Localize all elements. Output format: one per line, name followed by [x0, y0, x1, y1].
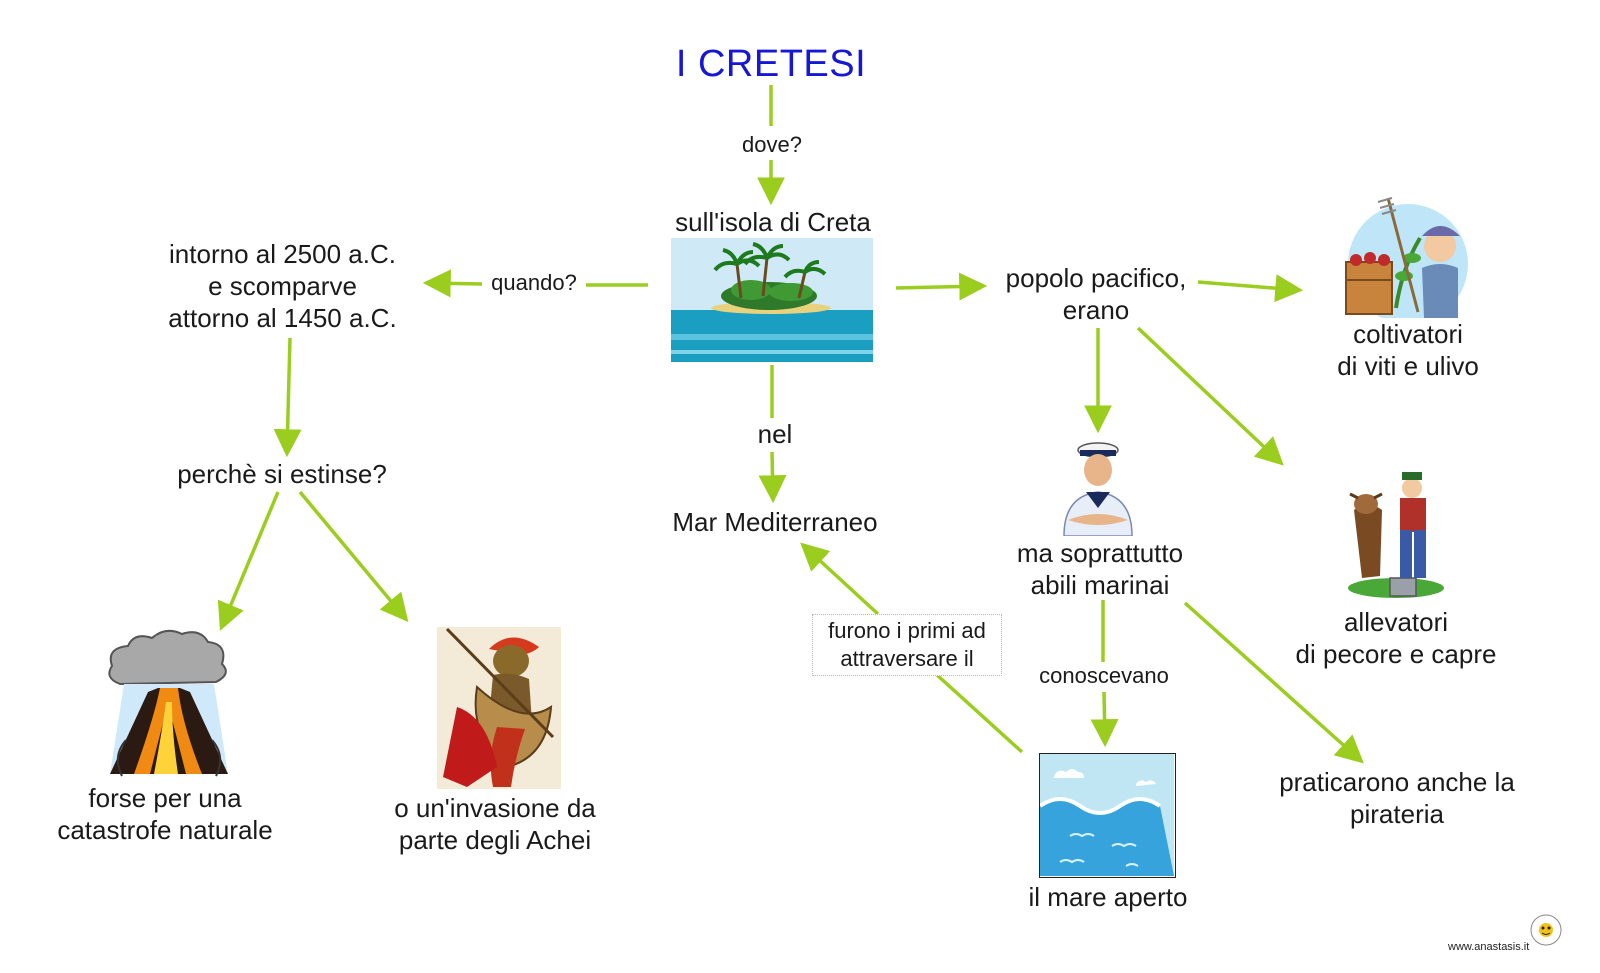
dates-line3: attorno al 1450 a.C. — [168, 303, 397, 333]
node-sailors: ma soprattutto abili marinai — [995, 537, 1205, 601]
farmers-line1: coltivatori — [1353, 319, 1463, 349]
warrior-image — [437, 627, 561, 789]
sailor-image — [1060, 440, 1136, 536]
node-why-extinct: perchè si estinse? — [177, 459, 387, 489]
node-piracy: praticarono anche la pirateria — [1262, 766, 1532, 830]
invasion-line2: parte degli Achei — [398, 825, 592, 855]
island-image — [671, 238, 873, 362]
arrow-why-to-catastrophe — [217, 491, 280, 631]
node-farmers: coltivatori di viti e ulivo — [1308, 318, 1508, 382]
node-island-label: sull'isola di Creta — [675, 207, 871, 237]
node-mediterranean: Mar Mediterraneo — [672, 507, 878, 537]
open-sea-image — [1039, 753, 1176, 878]
link-label-first-line1: furono i primi ad — [828, 618, 986, 643]
sailors-line2: abili marinai — [1030, 570, 1170, 600]
arrow-date-to-why — [273, 337, 302, 458]
node-peaceful-people: popolo pacifico, erano — [990, 262, 1202, 326]
link-label-in-text: nel — [757, 419, 793, 449]
footer-website: www.anastasis.it — [1448, 941, 1530, 953]
node-dates: intorno al 2500 a.C. e scomparve attorno… — [140, 238, 425, 334]
arrow-first-to-mediterranean — [800, 542, 880, 616]
breeder-image — [1344, 466, 1448, 600]
link-label-when: quando? — [482, 269, 586, 297]
people-line2: erano — [1062, 295, 1130, 325]
node-catastrophe: forse per una catastrofe naturale — [40, 782, 290, 846]
link-label-in: nel — [742, 418, 808, 450]
invasion-line1: o un'invasione da — [394, 793, 596, 823]
farmer-image — [1344, 196, 1472, 318]
link-label-knew: conoscevano — [1022, 662, 1186, 690]
piracy-line2: pirateria — [1350, 799, 1444, 829]
catastrophe-line1: forse per una — [88, 783, 242, 813]
sailors-line1: ma soprattutto — [1016, 538, 1184, 568]
supermappe-logo — [1528, 912, 1564, 948]
link-label-first-to-cross: furono i primi ad attraversare il — [812, 614, 1002, 676]
breeders-line2: di pecore e capre — [1295, 639, 1497, 669]
arrow-knew-to-open-sea — [1090, 691, 1119, 748]
arrow-island-to-people — [895, 272, 988, 301]
dates-line2: e scomparve — [208, 271, 357, 301]
dates-line1: intorno al 2500 a.C. — [169, 239, 396, 269]
piracy-line1: praticarono anche la — [1279, 767, 1515, 797]
link-label-first-line2: attraversare il — [840, 646, 974, 671]
node-breeders: allevatori di pecore e capre — [1280, 606, 1512, 670]
node-open-sea: il mare aperto — [1028, 882, 1188, 912]
breeders-line1: allevatori — [1343, 607, 1449, 637]
people-line1: popolo pacifico, — [1005, 263, 1187, 293]
node-invasion: o un'invasione da parte degli Achei — [378, 792, 612, 856]
arrow-when-to-date — [422, 269, 483, 298]
arrow-people-to-breeders — [1136, 326, 1284, 466]
map-title: I CRETESI — [675, 43, 867, 85]
arrow-sailors-to-piracy — [1183, 601, 1364, 764]
catastrophe-line2: catastrofe naturale — [57, 815, 273, 845]
arrow-open-sea-to-first — [935, 673, 1024, 754]
arrow-why-to-invasion — [298, 490, 409, 623]
arrow-people-to-farmers — [1197, 274, 1304, 303]
volcano-image — [102, 628, 236, 780]
arrow-in-to-sea — [758, 451, 787, 504]
farmers-line2: di viti e ulivo — [1337, 351, 1479, 381]
link-label-where: dove? — [730, 131, 814, 159]
